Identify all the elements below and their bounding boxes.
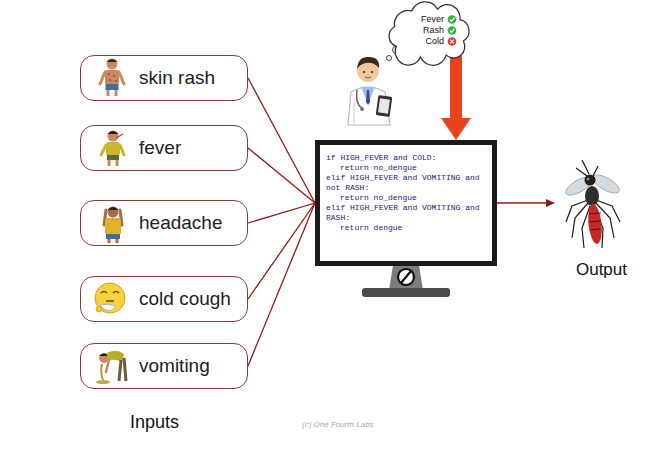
symptom-label: skin rash: [139, 67, 215, 90]
skin-rash-icon: [100, 59, 124, 97]
fever-icon: [101, 131, 124, 167]
input-connector: [497, 202, 546, 203]
code-line: elif HIGH_FEVER and VOMITING and not RAS…: [326, 173, 486, 193]
monitor-screen: if HIGH_FEVER and COLD:return no_denguee…: [315, 140, 497, 266]
code-line: elif HIGH_FEVER and VOMITING and RASH:: [326, 203, 486, 223]
symptom-label: fever: [139, 137, 181, 160]
symptom-box: vomiting: [80, 343, 248, 389]
output-label: Output: [555, 260, 648, 280]
input-connector: [248, 203, 315, 366]
symptom-box: skin rash: [80, 55, 248, 101]
code-line: return dengue: [326, 223, 486, 233]
symptom-label: vomiting: [139, 355, 210, 378]
output-node: Output: [555, 160, 648, 280]
monitor-stand: [362, 265, 450, 297]
check-mark: [448, 26, 457, 35]
headache-icon: [104, 207, 122, 244]
symptom-box: cold cough: [80, 276, 248, 322]
vomiting-icon: [96, 351, 126, 384]
symptom-box: headache: [80, 200, 248, 246]
cold-cough-icon: [95, 283, 125, 313]
doctor-figure: [348, 57, 392, 125]
code-line: return no_dengue: [326, 163, 486, 173]
code-line: if HIGH_FEVER and COLD:: [326, 153, 486, 163]
input-connector: [248, 148, 315, 203]
flow-arrow: [450, 55, 462, 118]
thought-text: Fever: [421, 14, 444, 25]
check-mark: [448, 15, 457, 24]
symptom-label: cold cough: [139, 288, 231, 311]
group-label: Inputs: [130, 412, 179, 433]
thought-text: Rash: [421, 25, 444, 36]
cloud-text-group: FeverRashCold: [421, 14, 444, 47]
input-connector: [248, 203, 315, 223]
watermark: (c) One Fourth Labs: [302, 420, 374, 429]
input-connector: [248, 78, 315, 203]
mosquito-figure: [563, 160, 622, 248]
thought-cloud: FeverRashCold: [386, 2, 472, 64]
symptom-label: headache: [139, 212, 222, 235]
cloud-shape: [389, 2, 469, 65]
symptom-box: fever: [80, 125, 248, 171]
code-line: return no_dengue: [326, 193, 486, 203]
output-text-group: Output: [555, 260, 648, 280]
cross-mark: [448, 37, 457, 46]
thought-text: Cold: [421, 36, 444, 47]
